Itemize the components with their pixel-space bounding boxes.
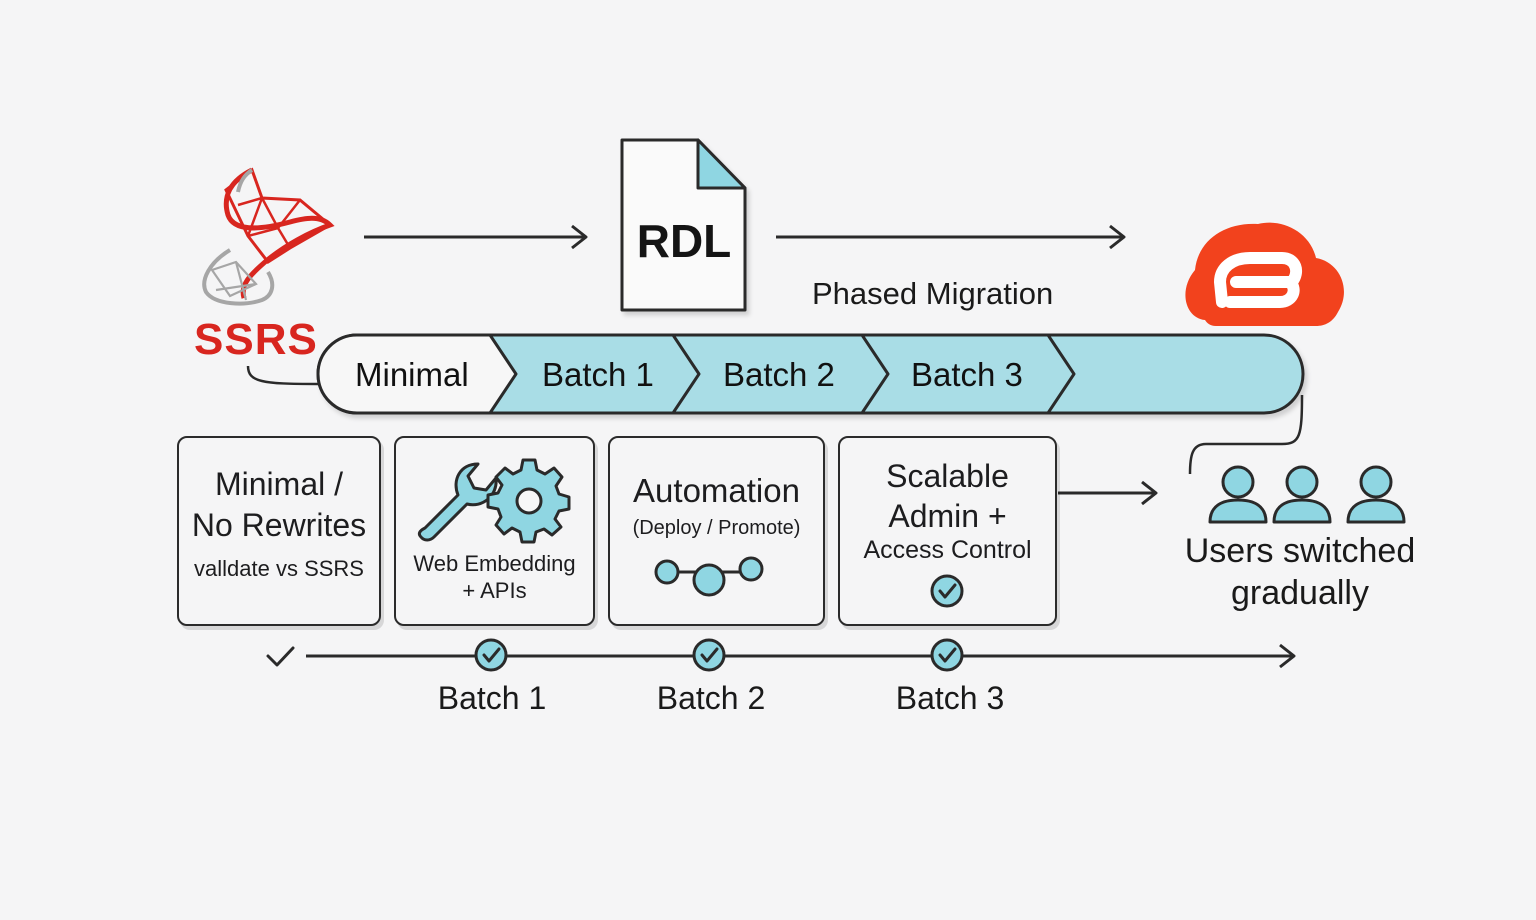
gear-icon [486, 458, 571, 544]
check-circle-icon [930, 574, 964, 608]
check-circle-icon [930, 638, 964, 672]
card-title: Automation [633, 472, 800, 509]
ssrs-label: SSRS [194, 315, 318, 364]
pipeline-segment-batch-2: Batch 2 [723, 356, 835, 393]
wrench-icon [417, 462, 498, 542]
timeline-label-batch-3: Batch 3 [895, 680, 1005, 716]
user-icon [1208, 465, 1268, 524]
rdl-label: RDL [636, 215, 732, 267]
card-minimal-rewrites: Minimal / No Rewrites valldate vs SSRS [177, 436, 381, 626]
pipeline-segment-batch-3: Batch 3 [911, 356, 1023, 393]
phased-migration-label: Phased Migration [812, 276, 1054, 311]
pipeline-segment-batch-1: Batch 1 [542, 356, 654, 393]
timeline-label-batch-1: Batch 1 [437, 680, 547, 716]
check-circle-icon [474, 638, 508, 672]
pipeline-nodes-icon [654, 556, 764, 597]
card-subtitle: Access Control [863, 536, 1032, 564]
user-icon [1346, 465, 1406, 524]
sql-server-logo-icon [202, 167, 335, 306]
card-title: Web Embedding + APIs [413, 551, 576, 603]
card-web-embedding: Web Embedding + APIs [394, 436, 595, 626]
document-icon [620, 138, 747, 312]
card-title: Minimal / No Rewrites [191, 466, 367, 543]
check-circle-icon [692, 638, 726, 672]
card-scalable-admin: Scalable Admin + Access Control [838, 436, 1057, 626]
card-title: Scalable Admin + [886, 458, 1009, 534]
timeline [266, 638, 1296, 672]
pipeline-segment-minimal: Minimal [355, 356, 469, 393]
users-caption: Users switched gradually [1184, 532, 1416, 612]
users-group [1208, 465, 1406, 524]
pipeline-bar [316, 333, 1305, 415]
card-subtitle: valldate vs SSRS [194, 556, 364, 581]
cloud-app-logo-icon [1185, 222, 1344, 326]
user-icon [1272, 465, 1332, 524]
timeline-label-batch-2: Batch 2 [656, 680, 766, 716]
card-subtitle: (Deploy / Promote) [632, 517, 801, 539]
checkmark-icon [266, 646, 295, 667]
card-automation: Automation (Deploy / Promote) [608, 436, 825, 626]
